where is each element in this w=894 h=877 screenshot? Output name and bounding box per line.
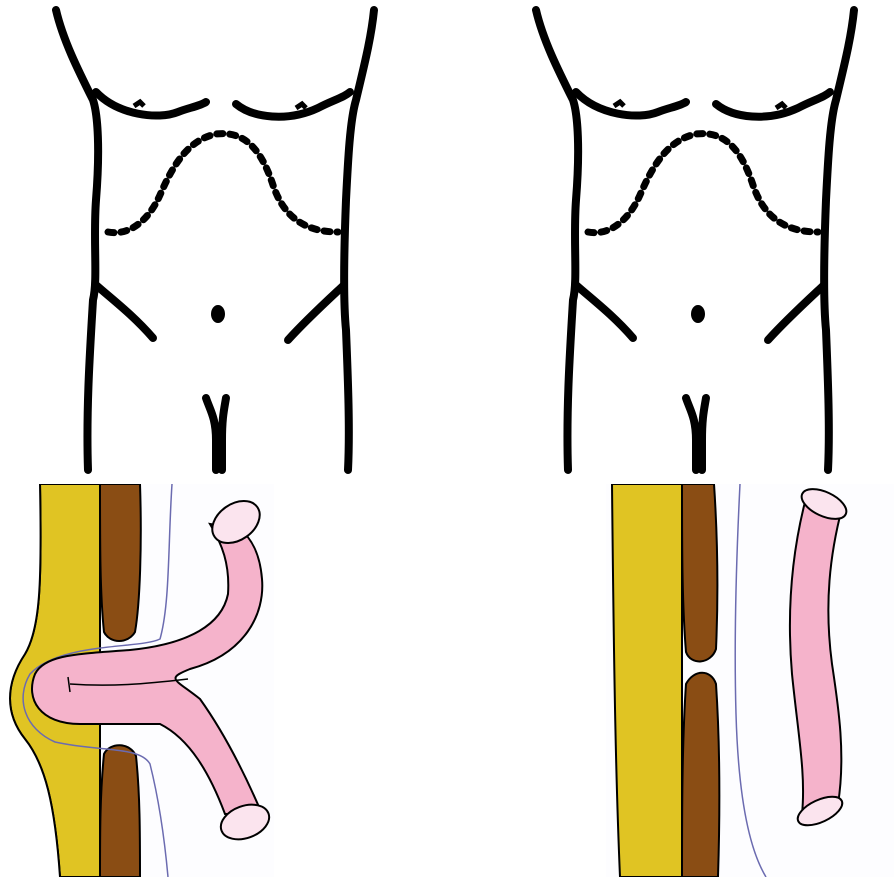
- right-pectoral-line: [236, 92, 350, 117]
- right-inguinal-line: [288, 285, 344, 340]
- navel-icon: [211, 305, 225, 323]
- peritoneum-line: [735, 484, 766, 877]
- right-shoulder-line: [824, 10, 854, 470]
- muscle-upper: [100, 484, 141, 641]
- cross-section-herniated: [0, 484, 274, 877]
- torso-diagram-right: [518, 0, 870, 476]
- right-shoulder-line: [344, 10, 374, 470]
- left-pectoral-line: [576, 92, 686, 116]
- muscle-upper: [682, 484, 717, 661]
- fat-layer: [612, 484, 682, 877]
- costal-margin-dashed: [588, 134, 818, 233]
- intact-wall-cross-section-icon: [606, 484, 894, 877]
- navel-icon: [691, 305, 705, 323]
- bowel-segment: [790, 498, 842, 814]
- torso-outline-icon: [38, 0, 390, 476]
- left-shoulder-line: [56, 10, 98, 470]
- left-inguinal-line: [576, 285, 633, 338]
- muscle-lower: [100, 745, 140, 877]
- cross-section-intact: [606, 484, 894, 877]
- left-pectoral-line: [96, 92, 206, 116]
- torso-outline-icon: [518, 0, 870, 476]
- muscle-lower: [682, 673, 719, 877]
- right-inguinal-line: [768, 285, 824, 340]
- left-nipple-icon: [134, 102, 144, 106]
- right-pectoral-line: [716, 92, 830, 117]
- left-nipple-icon: [614, 102, 624, 106]
- costal-margin-dashed: [108, 134, 338, 233]
- torso-diagram-left: [38, 0, 390, 476]
- groin-line: [686, 398, 706, 470]
- left-shoulder-line: [536, 10, 578, 470]
- bowel-opening-top: [204, 492, 267, 551]
- right-nipple-icon: [776, 104, 786, 108]
- herniated-bowel-cross-section-icon: [0, 484, 274, 877]
- groin-line: [206, 398, 226, 470]
- left-inguinal-line: [96, 285, 153, 338]
- right-nipple-icon: [296, 104, 306, 108]
